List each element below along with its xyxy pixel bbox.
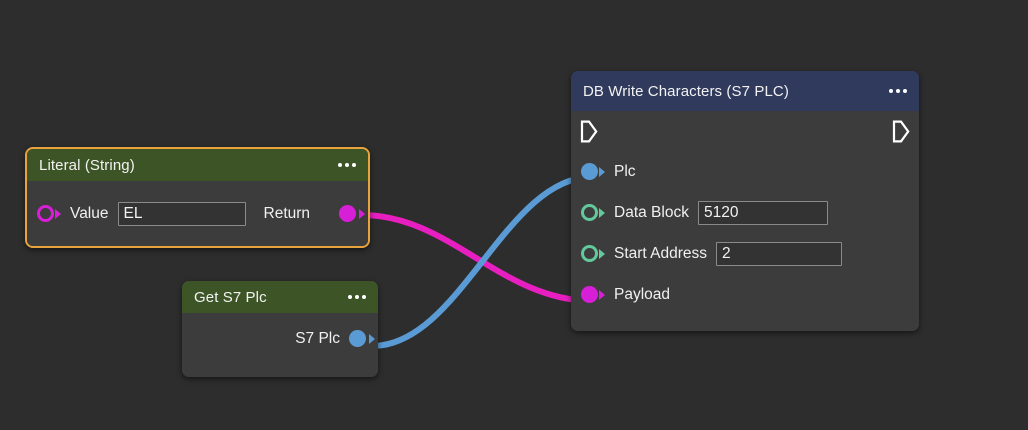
node-header-get-s7-plc[interactable]: Get S7 Plc	[182, 281, 378, 313]
port-row-start-address: Start Address	[571, 233, 919, 274]
port-label-payload: Payload	[614, 285, 671, 303]
node-title-get-s7-plc: Get S7 Plc	[194, 288, 267, 306]
port-arrow-payload	[599, 290, 605, 300]
port-label-start-address: Start Address	[614, 244, 708, 262]
node-header-db-write[interactable]: DB Write Characters (S7 PLC)	[571, 71, 919, 111]
port-dot-value[interactable]	[37, 205, 54, 222]
port-row-plc: Plc	[571, 151, 919, 192]
port-dot-plc[interactable]	[581, 163, 598, 180]
port-label-data-block: Data Block	[614, 203, 689, 221]
value-field[interactable]	[117, 201, 246, 226]
port-dot-return[interactable]	[339, 205, 356, 222]
port-label-value: Value	[70, 204, 109, 222]
port-row-payload: Payload	[571, 274, 919, 315]
port-arrow-data-block	[599, 208, 605, 218]
port-label-s7-plc: S7 Plc	[295, 330, 340, 347]
port-arrow-plc	[599, 167, 605, 177]
kebab-icon[interactable]	[337, 159, 357, 171]
port-row-s7-plc: S7 Plc	[182, 313, 378, 365]
wire-s7plc-to-plc	[369, 174, 595, 349]
port-arrow-value	[55, 209, 61, 219]
kebab-icon[interactable]	[888, 85, 908, 97]
port-dot-data-block[interactable]	[581, 204, 598, 221]
node-db-write-characters[interactable]: DB Write Characters (S7 PLC) Plc	[571, 71, 919, 331]
port-dot-s7-plc[interactable]	[349, 330, 366, 347]
node-get-s7-plc[interactable]: Get S7 Plc S7 Plc	[182, 281, 378, 377]
port-label-return: Return	[263, 204, 311, 222]
port-arrow-start-address	[599, 249, 605, 259]
port-arrow-s7-plc	[369, 334, 375, 344]
kebab-icon[interactable]	[347, 291, 367, 303]
port-row-data-block: Data Block	[571, 192, 919, 233]
start-address-field[interactable]	[716, 241, 843, 266]
port-label-plc: Plc	[614, 162, 636, 180]
exec-arrow-icon[interactable]	[580, 120, 598, 143]
node-body-db-write: Plc Data Block Start Address Payload	[571, 111, 919, 331]
node-title-literal: Literal (String)	[39, 156, 135, 174]
node-header-literal[interactable]: Literal (String)	[27, 149, 368, 181]
wire-literal-return-to-payload	[359, 212, 595, 304]
port-arrow-return	[359, 209, 365, 219]
data-block-field[interactable]	[697, 200, 828, 225]
exec-row	[571, 111, 919, 151]
port-dot-payload[interactable]	[581, 286, 598, 303]
port-dot-start-address[interactable]	[581, 245, 598, 262]
node-body-literal: Value Return	[27, 181, 368, 246]
exec-arrow-icon[interactable]	[892, 120, 910, 143]
node-title-db-write: DB Write Characters (S7 PLC)	[583, 82, 789, 100]
node-literal-string[interactable]: Literal (String) Value Return	[25, 147, 370, 248]
node-body-get-s7-plc: S7 Plc	[182, 313, 378, 377]
port-row-value: Value Return	[27, 181, 368, 246]
